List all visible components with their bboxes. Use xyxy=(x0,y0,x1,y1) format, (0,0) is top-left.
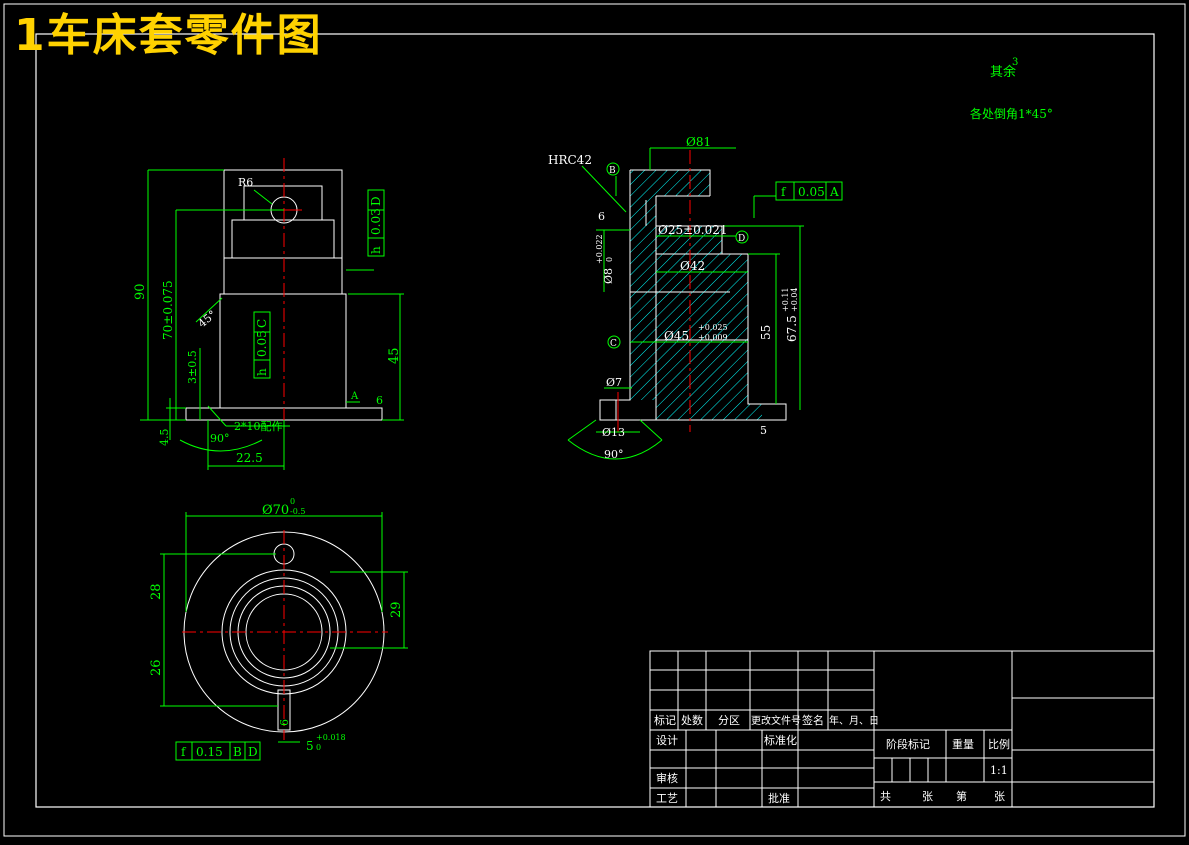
front-tol1-datum: D xyxy=(369,196,383,206)
roughness-value: 3 xyxy=(1012,57,1018,68)
tb-sheet-no: 第 xyxy=(956,789,967,803)
section-datum-d: D xyxy=(738,234,745,244)
section-tol-datum: A xyxy=(829,185,839,199)
dim-3: 3±0.5 xyxy=(186,350,199,384)
plan-tol-datum-b: B xyxy=(233,745,242,759)
dim-d25: Ø25±0.021 xyxy=(658,223,728,237)
tb-mark: 标记 xyxy=(654,713,676,727)
angle-90-section: 90° xyxy=(604,448,624,461)
tb-scale-label: 比例 xyxy=(988,737,1010,751)
section-datum-c: C xyxy=(610,339,617,349)
tb-sheets: 张 xyxy=(922,790,933,803)
dim-5: 5 xyxy=(306,739,314,753)
front-tol2-datum: C xyxy=(255,319,269,328)
slot-lower xyxy=(231,219,335,259)
tb-sign: 签名 xyxy=(802,713,824,727)
dim-d7: Ø7 xyxy=(606,376,622,389)
dim-4-5: 4.5 xyxy=(158,429,171,447)
section-tol-value: 0.05 xyxy=(798,185,825,199)
tb-doc: 更改文件号 xyxy=(751,714,801,727)
drawing-title: 1车床套零件图 xyxy=(14,10,323,61)
dim-d8-tol-low: 0 xyxy=(605,257,614,262)
section-tolerance-frame xyxy=(606,162,843,349)
dim-d70: Ø70 xyxy=(262,503,289,518)
dim-28: 28 xyxy=(149,583,164,600)
dim-hole-height: 70±0.075 xyxy=(161,280,175,340)
dim-d45-tol-up: +0.025 xyxy=(698,323,728,332)
tb-check: 审核 xyxy=(656,771,678,785)
tb-stage: 阶段标记 xyxy=(886,737,930,751)
lower-body xyxy=(219,293,347,409)
tb-design: 设计 xyxy=(656,734,678,747)
section-datum-b: B xyxy=(609,166,616,176)
title-block-grid xyxy=(649,650,1155,808)
roughness-note: 其余 xyxy=(990,64,1016,80)
angle-45: 45° xyxy=(196,308,219,330)
tb-scale: 1:1 xyxy=(990,764,1008,777)
tb-process: 工艺 xyxy=(656,792,678,805)
dim-d45-tol-low: +0.009 xyxy=(698,333,728,342)
dim-5-tol-up: +0.018 xyxy=(316,733,346,742)
dim-d13: Ø13 xyxy=(602,426,625,439)
front-tol1-symbol: h xyxy=(369,246,383,254)
dim-45: 45 xyxy=(387,347,402,364)
hrc-label: HRC42 xyxy=(548,153,592,167)
dim-55: 55 xyxy=(759,325,773,340)
dim-d45: Ø45 xyxy=(664,329,689,343)
tb-approve: 批准 xyxy=(768,791,790,805)
section-view xyxy=(599,169,787,421)
dim-5-tol-low: 0 xyxy=(316,743,321,752)
front-dimension-lines xyxy=(140,169,404,470)
plan-tol-value: 0.15 xyxy=(196,745,223,759)
tb-weight: 重量 xyxy=(952,737,974,751)
front-tol2-symbol: h xyxy=(255,368,269,376)
front-datum-a: A xyxy=(350,391,359,402)
tb-date: 年、月、日 xyxy=(829,714,879,727)
dim-26: 26 xyxy=(149,659,164,676)
plan-tolerance-frame xyxy=(175,741,261,761)
plan-dimension-lines xyxy=(160,512,408,743)
tb-sheet-unit: 张 xyxy=(994,790,1005,803)
tb-count: 处数 xyxy=(681,714,703,727)
dim-total-height: 90 xyxy=(133,283,148,300)
section-dimension-lines xyxy=(567,147,804,460)
plan-tol-symbol: f xyxy=(181,745,187,759)
tb-standard: 标准化 xyxy=(764,733,797,747)
section-roughness-5: 5 xyxy=(760,424,767,437)
tb-total: 共 xyxy=(880,790,891,803)
front-tolerance-frames xyxy=(253,189,385,379)
dim-d42: Ø42 xyxy=(680,259,705,273)
r6-label: R6 xyxy=(238,176,253,189)
dim-d8: Ø8 xyxy=(602,268,615,284)
hole-note: 2*10配作 xyxy=(234,420,283,433)
dim-22-5: 22.5 xyxy=(236,451,263,465)
front-tol1-value: 0.03 xyxy=(369,208,383,235)
tb-zone: 分区 xyxy=(718,714,740,727)
dim-67-5-tol-low: +0.04 xyxy=(790,287,799,312)
front-tol2-value: 0.05 xyxy=(255,330,269,357)
outer-border xyxy=(3,3,1186,837)
dim-d81: Ø81 xyxy=(686,135,711,149)
angle-90-front: 90° xyxy=(210,432,230,445)
section-roughness-6: 6 xyxy=(598,210,605,223)
dim-d8-tol-up: +0.022 xyxy=(595,234,604,264)
dim-67-5: 67.5 xyxy=(785,315,799,342)
dim-d70-tol-low: -0.5 xyxy=(290,507,305,516)
plan-tol-datum-d: D xyxy=(248,745,258,759)
dim-67-5-tol-up: +0.11 xyxy=(781,287,790,312)
dim-29: 29 xyxy=(389,601,404,618)
front-roughness: 6 xyxy=(376,394,383,407)
dim-d70-tol-up: 0 xyxy=(290,497,295,506)
section-tol-symbol: f xyxy=(781,185,787,199)
chamfer-note: 各处倒角1*45° xyxy=(970,106,1053,121)
inner-frame xyxy=(35,33,1155,808)
plan-roughness: 6 xyxy=(278,719,291,726)
